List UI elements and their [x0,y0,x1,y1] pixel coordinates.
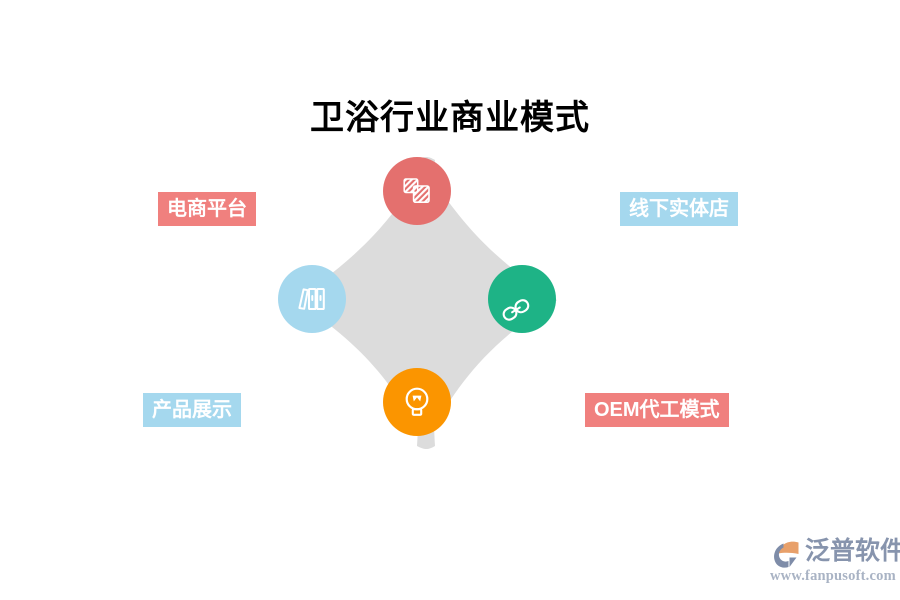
layers-copy-icon [402,176,432,206]
center-star-shape [295,157,557,449]
node-offline-store[interactable] [488,265,556,333]
chain-link-icon [502,283,538,321]
watermark-logo: 泛普软件 www.fanpusoft.com [769,534,900,586]
business-model-diagram [265,150,585,460]
fanpu-logo-icon [769,536,803,570]
light-bulb-icon [402,386,432,418]
label-ecommerce[interactable]: 电商平台 [158,192,256,226]
label-product-display[interactable]: 产品展示 [143,393,241,427]
label-oem-mode[interactable]: OEM代工模式 [585,393,729,427]
label-offline-store[interactable]: 线下实体店 [620,192,738,226]
node-ecommerce[interactable] [383,157,451,225]
logo-brand-text: 泛普软件 [805,537,900,565]
node-product-display[interactable] [278,265,346,333]
books-archive-icon [297,284,327,314]
page-title: 卫浴行业商业模式 [310,99,590,137]
logo-url-text: www.fanpusoft.com [770,568,896,584]
node-oem[interactable] [383,368,451,436]
